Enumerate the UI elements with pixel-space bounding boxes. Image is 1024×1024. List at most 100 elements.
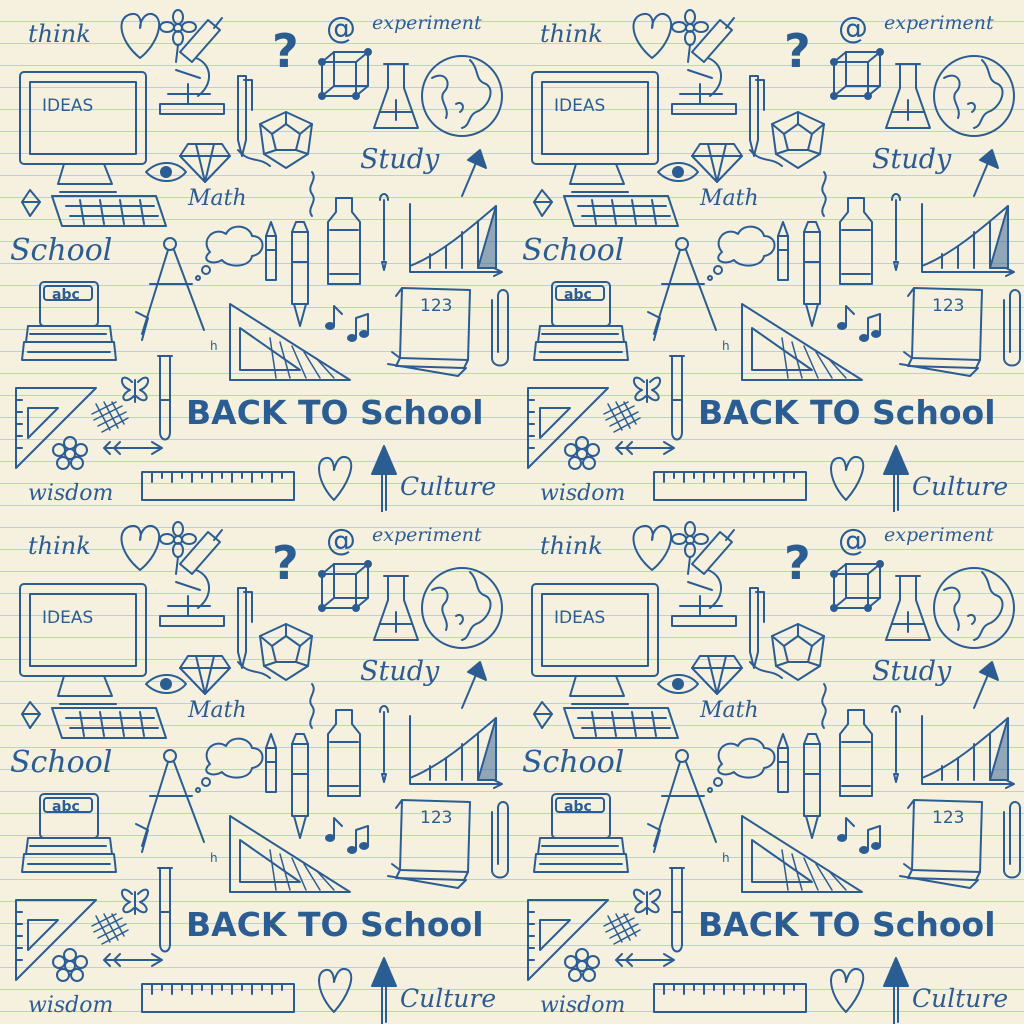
doodle-tile-drawing <box>15 521 509 1024</box>
cube-icon <box>830 560 884 612</box>
diamond-icon <box>179 143 231 183</box>
heart-icon <box>120 12 161 59</box>
dodecahedron-icon <box>259 623 313 681</box>
tile: think experiment Study Math School BACK … <box>512 512 1024 1024</box>
word-experiment: experiment <box>884 12 994 34</box>
crayon-icon <box>777 733 789 793</box>
dodecahedron-icon <box>259 111 313 169</box>
keyboard-icon <box>563 195 679 227</box>
word-study: Study <box>872 144 952 175</box>
sparkle-flower-icon <box>564 948 600 982</box>
arrow-up-icon <box>883 957 909 1024</box>
monitor-screen-label: IDEAS <box>42 96 94 116</box>
microscope-icon <box>671 529 737 627</box>
set-square-icon <box>15 387 97 469</box>
word-math: Math <box>188 698 247 723</box>
word-experiment: experiment <box>372 524 482 546</box>
question-mark-icon: ? <box>272 536 299 590</box>
diamond-icon <box>691 143 743 183</box>
microscope-icon <box>159 529 225 627</box>
book-cover-label: abc <box>52 287 80 303</box>
word-think: think <box>28 20 91 48</box>
marker-icon <box>291 733 309 839</box>
doodle-tile-drawing <box>527 9 1021 512</box>
word-back-to-school: BACK TO School <box>186 905 484 944</box>
word-experiment: experiment <box>372 12 482 34</box>
ruler-icon <box>141 983 295 1013</box>
arrow-up-icon <box>371 957 397 1024</box>
word-wisdom: wisdom <box>28 481 114 506</box>
at-sign-icon: @ <box>326 11 356 46</box>
butterfly-icon <box>633 888 661 915</box>
computer-monitor-icon <box>531 583 659 705</box>
triangle-ruler-icon <box>229 303 351 381</box>
cube-icon <box>318 560 372 612</box>
marker-icon <box>803 221 821 327</box>
butterfly-icon <box>121 888 149 915</box>
word-study: Study <box>360 144 440 175</box>
compass-height-label: h <box>210 851 218 865</box>
ruler-icon <box>653 983 807 1013</box>
crosshatch-icon <box>603 401 641 433</box>
arrow-up-icon <box>973 149 999 197</box>
doodle-tile-drawing <box>15 9 509 512</box>
word-school: School <box>10 233 113 268</box>
word-culture: Culture <box>912 472 1009 501</box>
heart-icon <box>120 524 161 571</box>
arrow-up-icon <box>461 149 487 197</box>
pen-icon <box>749 75 783 167</box>
books-icon <box>21 281 117 361</box>
books-icon <box>533 281 629 361</box>
globe-icon <box>933 55 1015 137</box>
bottle-icon <box>327 197 361 285</box>
paperclip-icon <box>1003 801 1021 879</box>
test-tube-icon <box>157 867 173 953</box>
word-wisdom: wisdom <box>28 993 114 1018</box>
notebook-icon <box>899 799 983 889</box>
word-think: think <box>28 532 91 560</box>
flower-icon <box>159 9 197 63</box>
monitor-screen-label: IDEAS <box>554 608 606 628</box>
word-math: Math <box>188 186 247 211</box>
eye-icon <box>145 674 187 694</box>
music-note-icon <box>837 305 881 342</box>
notebook-icon <box>387 287 471 377</box>
speech-cloud-icon <box>707 225 776 281</box>
notebook-label: 123 <box>932 808 965 828</box>
compass-height-label: h <box>210 339 218 353</box>
crystal-icon <box>533 701 553 729</box>
books-icon <box>533 793 629 873</box>
word-back-to-school: BACK TO School <box>186 393 484 432</box>
bottle-icon <box>839 709 873 797</box>
question-mark-icon: ? <box>784 24 811 78</box>
set-square-icon <box>527 387 609 469</box>
cube-icon <box>830 48 884 100</box>
question-mark-icon: ? <box>272 24 299 78</box>
dodecahedron-icon <box>771 111 825 169</box>
word-study: Study <box>360 656 440 687</box>
crosshatch-icon <box>603 913 641 945</box>
heart-icon <box>318 456 353 501</box>
set-square-icon <box>527 899 609 981</box>
tile: think experiment Study Math School BACK … <box>0 512 512 1024</box>
globe-icon <box>933 567 1015 649</box>
crystal-icon <box>533 189 553 217</box>
ruler-icon <box>141 471 295 501</box>
doodle-tile-drawing <box>527 521 1021 1024</box>
computer-monitor-icon <box>19 71 147 193</box>
speech-cloud-icon <box>195 737 264 793</box>
word-back-to-school: BACK TO School <box>698 905 996 944</box>
crayon-icon <box>265 221 277 281</box>
eye-icon <box>657 674 699 694</box>
compass-height-label: h <box>722 851 730 865</box>
word-back-to-school: BACK TO School <box>698 393 996 432</box>
ruler-icon <box>653 471 807 501</box>
bar-graph-icon <box>921 203 1015 277</box>
test-tube-icon <box>669 355 685 441</box>
word-culture: Culture <box>400 472 497 501</box>
keyboard-icon <box>563 707 679 739</box>
triangle-ruler-icon <box>741 303 863 381</box>
microscope-icon <box>159 17 225 115</box>
arrow-right-icon <box>615 953 675 967</box>
